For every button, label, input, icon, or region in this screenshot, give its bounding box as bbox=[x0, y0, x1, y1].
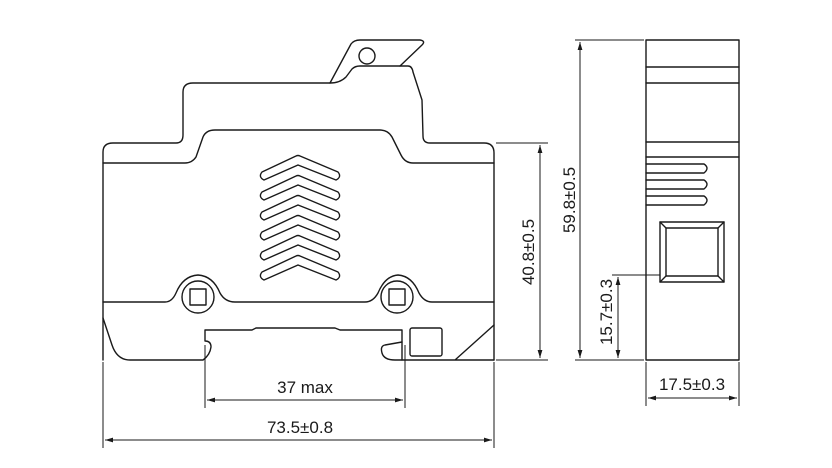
dim-square-height: 15.7±0.3 bbox=[597, 279, 616, 345]
cover-bottom-line bbox=[102, 274, 495, 303]
dim-depth: 17.5±0.3 bbox=[659, 375, 725, 394]
side-outline bbox=[645, 39, 740, 361]
screw-right bbox=[380, 280, 414, 314]
dim-overall-width: 73.5±0.8 bbox=[267, 418, 333, 437]
side-square-inner bbox=[665, 227, 719, 277]
cover-top-line bbox=[102, 129, 495, 164]
release-tab bbox=[409, 327, 443, 357]
dim-overall-height: 59.8±0.5 bbox=[560, 167, 579, 233]
dimension-lines bbox=[102, 39, 740, 448]
side-view bbox=[645, 39, 740, 361]
body-outline bbox=[102, 65, 495, 361]
rail-clip-right bbox=[380, 324, 495, 361]
screw-left-head bbox=[189, 288, 207, 306]
side-vent-slots bbox=[645, 163, 708, 206]
screw-right-head bbox=[388, 288, 406, 306]
dim-rail-width: 37 max bbox=[277, 378, 333, 397]
side-square-outer bbox=[659, 221, 725, 283]
lever bbox=[329, 39, 425, 84]
dim-body-height: 40.8±0.5 bbox=[519, 219, 538, 285]
lever-hole bbox=[358, 47, 376, 65]
screw-left bbox=[181, 280, 215, 314]
front-view bbox=[102, 39, 495, 361]
rail-clip-left bbox=[102, 317, 403, 361]
vent-chevrons bbox=[259, 154, 341, 281]
